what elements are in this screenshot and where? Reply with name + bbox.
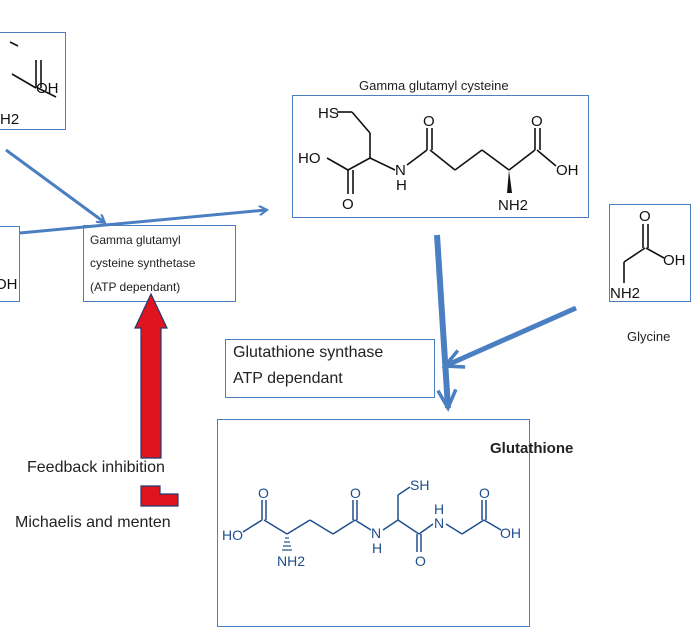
gglu-cys-oh: OH [556,162,579,179]
glycine-box [609,204,691,302]
glycine-o: O [639,208,651,225]
arrow-cysteine-to-enzyme1 [5,148,104,222]
gglu-cys-o3: O [531,113,543,130]
gamma-glutamyl-cysteine-title: Gamma glutamyl cysteine [355,78,513,93]
gglu-cys-o2: O [423,113,435,130]
cysteine-box [0,32,66,130]
enzyme2-box [225,339,435,398]
glutathione-o1: O [258,485,269,501]
glycine-label: Glycine [627,329,671,344]
feedback-inhibition-label: Feedback inhibition [27,459,165,476]
enzyme1-line1: Gamma glutamyl [90,233,181,247]
enzyme1-line3: (ATP dependant) [90,280,181,294]
michaelis-menten-label: Michaelis and menten [15,514,171,531]
glutathione-structure [242,486,502,552]
glutathione-stereo-hash [282,537,292,551]
glutathione-h2: H [434,501,444,517]
enzyme2-line2: ATP dependant [233,370,343,387]
glutamate-box [0,226,20,302]
gglu-cys-nh2: NH2 [498,197,528,214]
gglu-cys-n: N [395,162,406,179]
glutathione-title: Glutathione [490,440,574,457]
glutathione-ho: HO [222,527,243,543]
arrow-glycine-in [441,305,578,369]
glutathione-sh: SH [410,477,429,493]
glutathione-n1: N [371,525,381,541]
gglu-cys-o1: O [342,196,354,213]
gamma-glutamyl-cysteine-box [292,95,589,218]
cysteine-oh: OH [36,80,59,97]
glutathione-o3: O [415,553,426,569]
gglu-cys-wedge [507,170,512,193]
glutathione-o4: O [479,485,490,501]
feedback-inhibition-arrow [134,292,179,507]
arrow-enzyme1-to-gglu-cys [19,210,266,235]
glutathione-nh2: NH2 [277,553,305,569]
glutathione-n2: N [434,515,444,531]
arrow-gglu-cys-down [434,234,458,412]
glutamate-oh: OH [0,276,18,293]
glycine-nh2: NH2 [610,285,640,302]
gglu-cys-hs: HS [318,105,339,122]
cysteine-fragment [9,41,57,98]
gamma-glutamyl-cysteine-structure [326,111,557,194]
cysteine-h2: H2 [0,111,19,128]
enzyme1-line2: cysteine synthetase [90,256,196,270]
glycine-oh: OH [663,252,686,269]
glutathione-o2: O [350,485,361,501]
enzyme1-box [83,225,236,302]
gglu-cys-h: H [396,177,407,194]
enzyme2-line1: Glutathione synthase [233,344,384,361]
gglu-cys-ho: HO [298,150,321,167]
glutathione-oh: OH [500,525,521,541]
glycine-structure [623,224,665,283]
glutathione-h1: H [372,540,382,556]
